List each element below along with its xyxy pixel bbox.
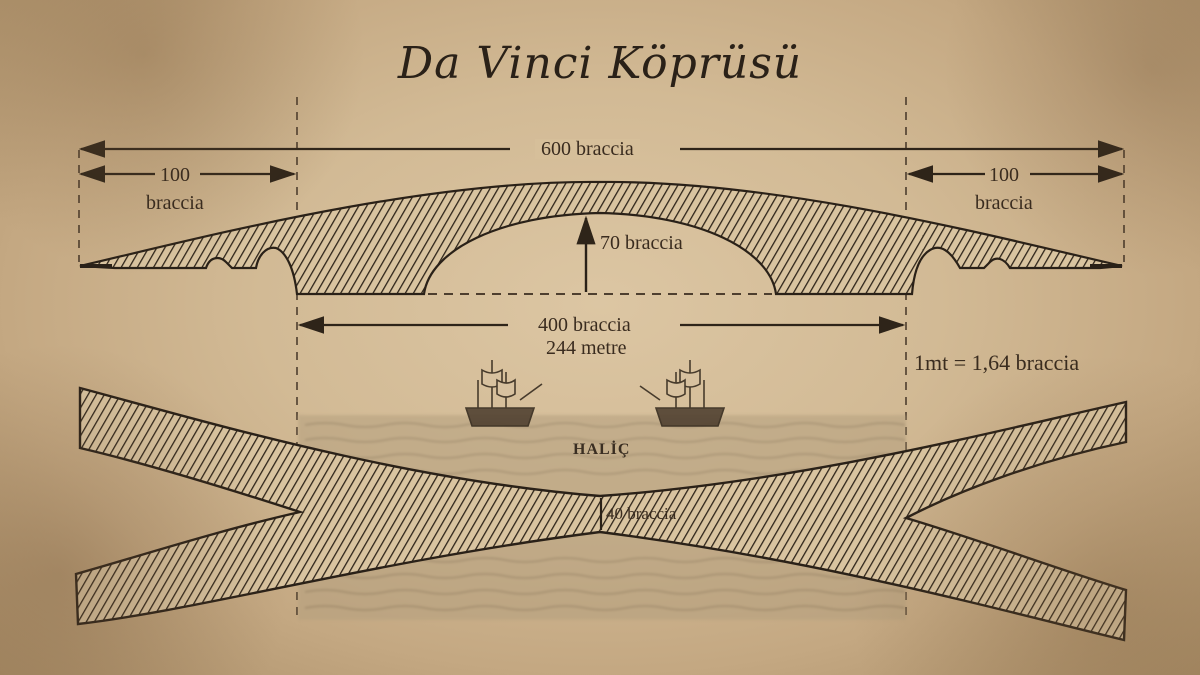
main-span-metric: 244 metre: [546, 337, 627, 359]
left-approach-value: 100: [160, 164, 190, 186]
main-span-label: 400 braccia: [538, 314, 631, 336]
height-label: 70 braccia: [600, 232, 683, 254]
diagram-title: Da Vinci Köprüsü: [397, 38, 803, 89]
bridge-elevation: [79, 180, 1123, 296]
left-approach-unit: braccia: [146, 192, 204, 214]
water-label: HALİÇ: [573, 441, 631, 458]
total-span-label: 600 braccia: [535, 139, 640, 159]
ship-right-icon: [639, 360, 726, 427]
deck-width-label: 40 braccia: [606, 504, 677, 523]
right-approach-unit: braccia: [975, 192, 1033, 214]
right-approach-value: 100: [989, 164, 1019, 186]
ship-left-icon: [464, 360, 543, 427]
conversion-note: 1mt = 1,64 braccia: [914, 350, 1080, 375]
